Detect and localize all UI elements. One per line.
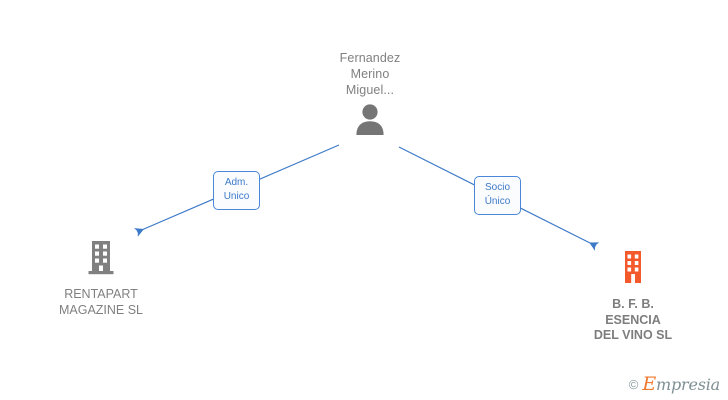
building-icon: [543, 250, 723, 291]
person-name-label: Fernandez Merino Miguel...: [339, 51, 401, 97]
brand-wordmark: Empresia: [642, 375, 720, 394]
company-node-bfb-esencia[interactable]: B. F. B. ESENCIA DEL VINO SL: [543, 250, 723, 344]
person-node[interactable]: Fernandez Merino Miguel...: [300, 50, 440, 140]
relation-label-adm-unico[interactable]: Adm. Unico: [213, 171, 260, 210]
brand-initial: E: [642, 373, 656, 395]
building-icon: [11, 240, 191, 281]
watermark: © Empresia: [629, 375, 720, 394]
copyright-icon: ©: [628, 377, 639, 392]
company-name-label: RENTAPART MAGAZINE SL: [58, 287, 144, 317]
company-node-rentapart[interactable]: RENTAPART MAGAZINE SL: [11, 240, 191, 318]
brand-rest: mpresia: [656, 375, 720, 394]
company-name-label: B. F. B. ESENCIA DEL VINO SL: [593, 297, 673, 342]
person-icon: [300, 103, 440, 140]
relation-label-socio-unico[interactable]: Socio Único: [474, 176, 521, 215]
